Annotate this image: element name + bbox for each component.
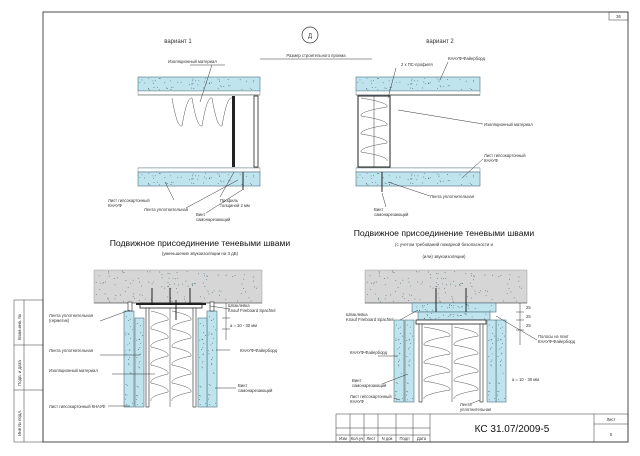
detail-right-subtitle-2: (или) звукоизоляции) — [422, 254, 466, 259]
detail-right-subtitle-1: (с учетом требований пожарной безопаснос… — [395, 242, 493, 247]
title-block-col-5: Дата — [417, 436, 427, 441]
detail-right-title: Подвижное присоединение теневыми швами — [354, 228, 535, 238]
variant2-annotations: 2 x ПС-профиля КНАУФ-Файерборд Изоляцион… — [374, 56, 533, 217]
detail-left-subtitle: (уменьшение звукоизоляции на 3 дБ) — [162, 251, 239, 256]
v2-fireboard-label: КНАУФ-Файерборд — [448, 56, 486, 61]
variant1-title: вариант 1 — [164, 39, 192, 45]
v2-insulation-label: Изоляционный материал — [484, 122, 533, 127]
title-block-col-0: Изм — [339, 436, 347, 441]
dl-sheet-label: Лист гипсокартонный КНАУФ — [49, 404, 105, 409]
side-stamp: Взам.инв. № Подп. и дата Инв № подл. — [13, 299, 44, 443]
dl-fireboard-label: КНАУФ-Файерборд — [240, 348, 278, 353]
detail-left-title: Подвижное присоединение теневыми швами — [110, 238, 291, 248]
dl-dimension-label: a = 10 - 30 мм — [230, 323, 257, 328]
sheet-number: 5 — [610, 432, 613, 437]
dr-dim-2: 25 — [526, 314, 531, 319]
dl-insulation-label: Изоляционный материал — [49, 368, 98, 373]
sheet-frame — [42, 11, 629, 443]
dl-seal-tape-label: Лента уплотнительная — [49, 348, 93, 353]
v2-seal-tape-label: Лента уплотнительная — [430, 194, 474, 199]
detail-left-annotations: Лента уплотнительная(герметик) Шпаклевка… — [49, 303, 278, 409]
doc-code: КС 31.07/2009-5 — [475, 424, 550, 435]
dr-dim-1: 25 — [526, 305, 531, 310]
sheet-label: Лист — [606, 417, 615, 422]
page-number: 36 — [616, 14, 621, 19]
variant2-title: вариант 2 — [426, 39, 454, 45]
detail-left-drawing — [93, 269, 263, 408]
title-block-col-1: Кол.уч — [351, 436, 364, 441]
side-stamp-field-3: Инв № подл. — [17, 410, 22, 436]
title-block-col-4: Подп — [400, 436, 410, 441]
opening-label: Размер строительного проема — [286, 53, 346, 58]
v1-insulation-label: Изоляционный материал — [168, 59, 217, 64]
dr-fireboard-label: КНАУФ-Файерборд — [350, 350, 388, 355]
title-block-col-2: Лист — [366, 436, 375, 441]
v1-seal-tape-label: Лента уплотнительная — [144, 207, 188, 212]
section-mark: Д — [308, 34, 312, 40]
title-block-col-3: N док — [382, 436, 393, 441]
v2-ps-profile-label: 2 x ПС-профиля — [401, 62, 433, 67]
page-number-box — [608, 11, 629, 21]
section-mark-circle — [301, 26, 319, 44]
side-stamp-field-1: Взам.инв. № — [17, 314, 22, 340]
variant1-annotations: Изоляционный материал Лист гипсокартонны… — [108, 59, 250, 222]
dr-dim-3: 25 — [526, 323, 531, 328]
dl-seal-tape-hermetic-label: Лента уплотнительная(герметик) — [49, 313, 93, 323]
variant2-section — [355, 76, 481, 192]
variant1-section — [137, 76, 261, 190]
dr-dimension-label: a = 10 - 30 мм — [512, 377, 539, 382]
side-stamp-field-2: Подп. и дата — [17, 360, 22, 386]
detail-right-drawing — [364, 269, 528, 403]
